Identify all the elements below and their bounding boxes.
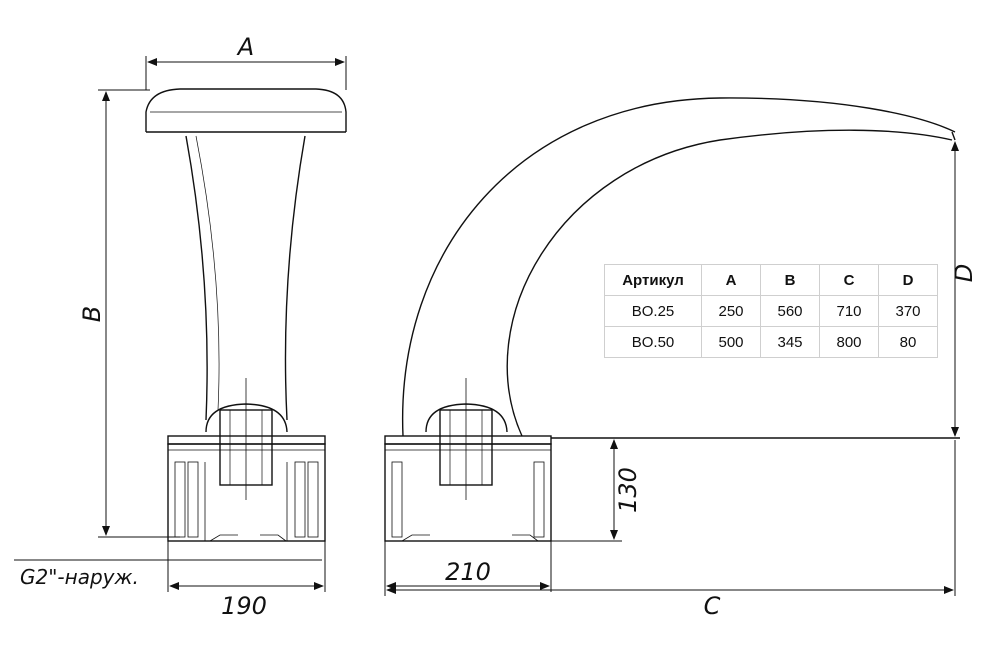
dim-210-label: 210 <box>445 558 491 586</box>
header-b: B <box>760 264 820 296</box>
table-cell: 345 <box>760 326 820 358</box>
dimension-lines <box>14 56 959 596</box>
header-article: Артикул <box>604 264 702 296</box>
table-cell: 250 <box>701 295 761 327</box>
side-view <box>384 97 960 542</box>
dim-b-label: B <box>78 306 106 322</box>
table-header-row: Артикул A B C D <box>604 264 938 296</box>
table-cell: 560 <box>760 295 820 327</box>
header-c: C <box>819 264 879 296</box>
table-cell: 370 <box>878 295 938 327</box>
header-d: D <box>878 264 938 296</box>
table-row: BO.25 250 560 710 370 <box>604 295 938 327</box>
table-cell: BO.25 <box>604 295 702 327</box>
thread-label: G2"-наруж. <box>20 565 139 589</box>
dim-d-label: D <box>950 264 978 282</box>
dim-130-label: 130 <box>614 467 642 513</box>
table-cell: BO.50 <box>604 326 702 358</box>
front-view <box>145 88 347 542</box>
dim-c-label: C <box>704 592 721 620</box>
header-a: A <box>701 264 761 296</box>
table-cell: 500 <box>701 326 761 358</box>
dim-a-label: A <box>236 33 254 61</box>
table-row: BO.50 500 345 800 80 <box>604 326 938 358</box>
table-cell: 800 <box>819 326 879 358</box>
specification-table: Артикул A B C D BO.25 250 560 710 370 BO… <box>604 264 938 358</box>
table-cell: 710 <box>819 295 879 327</box>
dim-190-label: 190 <box>221 592 267 620</box>
table-cell: 80 <box>878 326 938 358</box>
